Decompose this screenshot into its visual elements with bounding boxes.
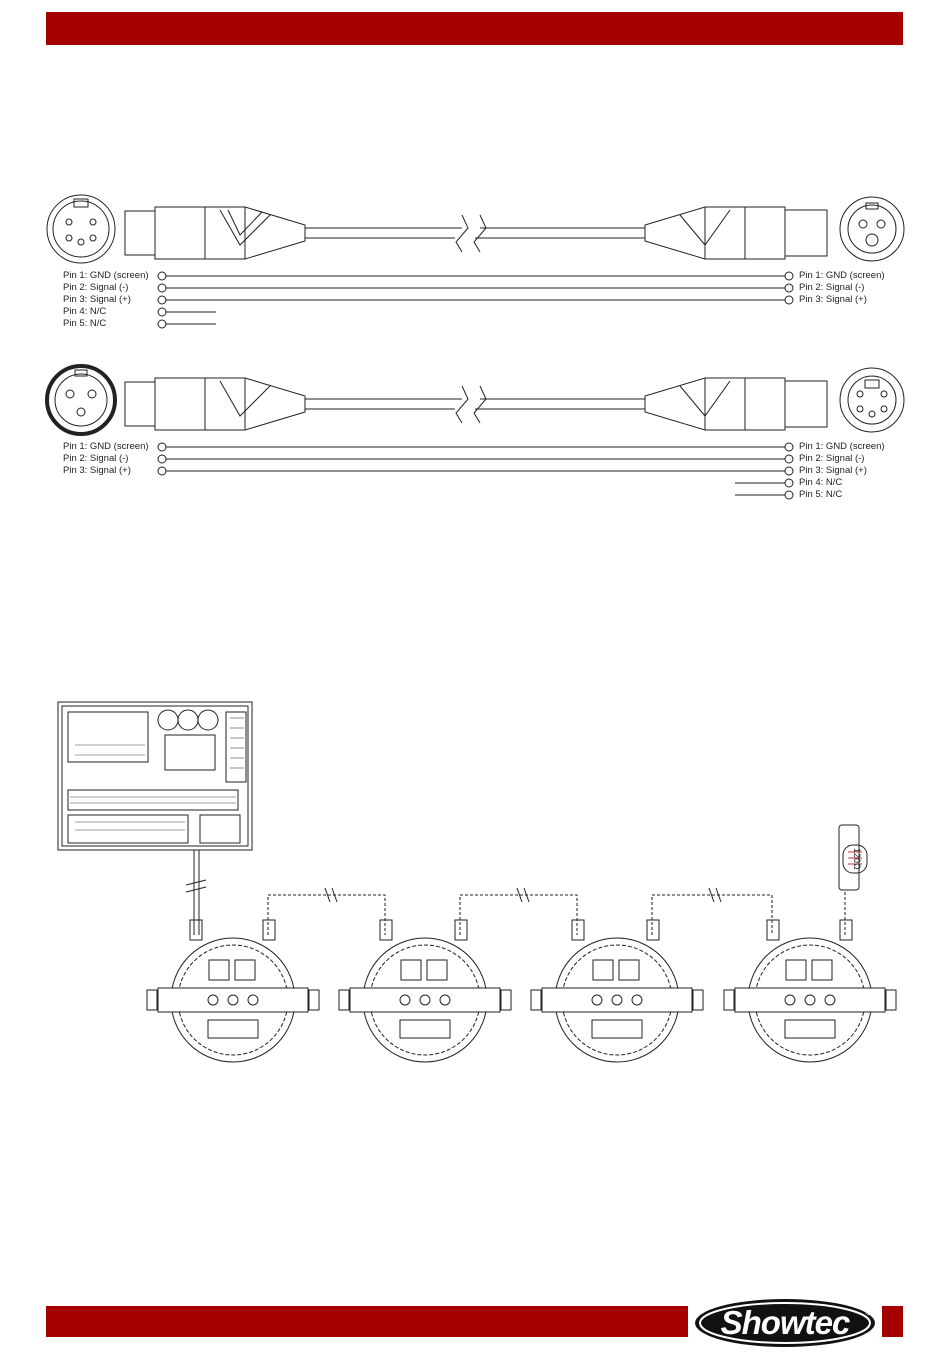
- pin-label: Pin 3: Signal (+): [799, 294, 867, 306]
- pin-lines-cable2: [158, 443, 793, 499]
- xlr-female-3pin-icon: [47, 366, 115, 434]
- par-fixture-icon: [531, 938, 703, 1062]
- xlr-male-3pin-icon: [840, 197, 904, 261]
- xlr-female-connector-left: [125, 207, 305, 259]
- dmx-cable-controller: [186, 850, 206, 935]
- pin-label: Pin 2: Signal (-): [799, 282, 864, 294]
- pin-label: Pin 1: GND (screen): [799, 270, 885, 282]
- pin-label: Pin 2: Signal (-): [63, 282, 128, 294]
- pin-label: Pin 4: N/C: [63, 306, 106, 318]
- cable-plugs: [190, 920, 852, 940]
- par-fixture-icon: [339, 938, 511, 1062]
- dmx-controller-icon: [58, 702, 252, 850]
- pin-label: Pin 2: Signal (-): [799, 453, 864, 465]
- terminator-label: 120Ω: [852, 848, 862, 870]
- pin-label: Pin 4: N/C: [799, 477, 842, 489]
- pin-label: Pin 1: GND (screen): [63, 270, 149, 282]
- pin-lines-cable1: [158, 272, 793, 328]
- pin-label: Pin 5: N/C: [799, 489, 842, 501]
- par-fixture-icon: [724, 938, 896, 1062]
- daisy-chain-cables: [268, 890, 845, 935]
- pin-label: Pin 3: Signal (+): [63, 465, 131, 477]
- par-fixture-icon: [147, 938, 319, 1062]
- xlr-male-connector-right: [645, 207, 827, 259]
- xlr-female-5pin-icon: [47, 195, 115, 263]
- xlr-male-connector-right-2: [645, 378, 827, 430]
- controller-faders: [70, 718, 244, 830]
- pin-label: Pin 1: GND (screen): [799, 441, 885, 453]
- pin-label: Pin 5: N/C: [63, 318, 106, 330]
- pin-label: Pin 2: Signal (-): [63, 453, 128, 465]
- pin-label: Pin 1: GND (screen): [63, 441, 149, 453]
- pin-label: Pin 3: Signal (+): [63, 294, 131, 306]
- xlr-male-5pin-icon: [840, 368, 904, 432]
- pin-label: Pin 3: Signal (+): [799, 465, 867, 477]
- xlr-female-connector-left-2: [125, 378, 305, 430]
